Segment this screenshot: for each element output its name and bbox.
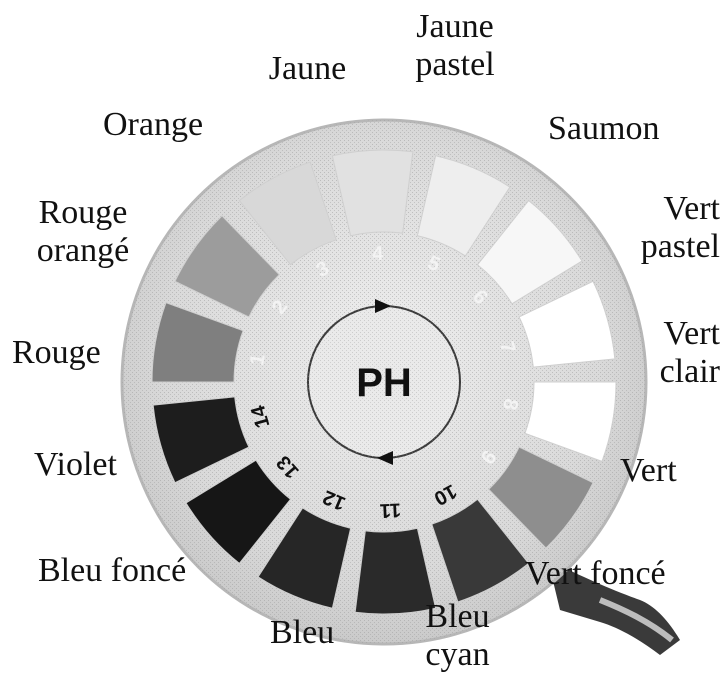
center-label: PH	[356, 361, 412, 405]
ph-number-11: 11	[379, 498, 401, 521]
ph-number-4: 4	[372, 243, 385, 266]
